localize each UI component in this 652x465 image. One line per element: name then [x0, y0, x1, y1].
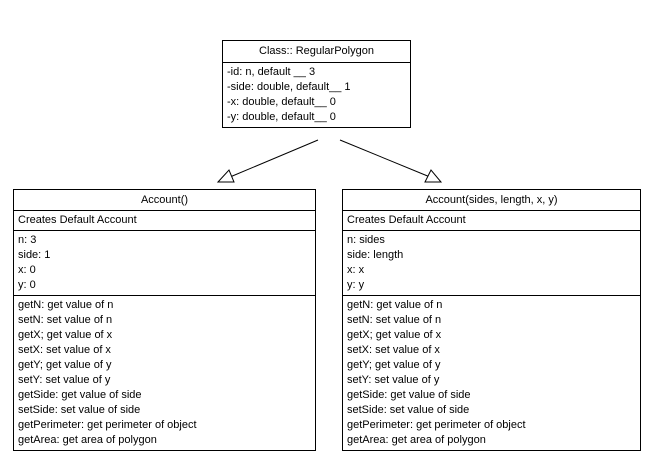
account-default-box: Account() Creates Default Account n: 3 s…	[13, 189, 316, 451]
method-setx: setX: set value of x	[18, 344, 111, 356]
method-getside: getSide: get value of side	[18, 389, 142, 401]
attribute-id: -id: n, default __ 3	[227, 66, 316, 78]
field-side: side: 1	[18, 249, 51, 261]
method-setn: setN: set value of n	[347, 314, 442, 326]
field-n: n: 3	[18, 234, 37, 246]
arrow-line-left	[229, 139, 319, 178]
account-default-title: Account()	[14, 190, 315, 211]
method-getx: getX; get value of x	[347, 329, 442, 341]
method-getarea: getArea: get area of polygon	[18, 434, 157, 446]
field-y: y: y	[347, 279, 365, 291]
method-getside: getSide: get value of side	[347, 389, 471, 401]
account-param-methods-section: getN: get value of n setN: set value of …	[343, 296, 640, 450]
method-sety: setY: set value of y	[18, 374, 111, 386]
method-setside: setSide: set value of side	[18, 404, 141, 416]
account-default-description: Creates Default Account	[18, 214, 137, 226]
method-getarea: getArea: get area of polygon	[347, 434, 486, 446]
attributes-section: -id: n, default __ 3 -side: double, defa…	[223, 63, 410, 127]
method-gety: getY; get value of y	[18, 359, 112, 371]
attribute-side: -side: double, default__ 1	[227, 81, 351, 93]
method-getn: getN: get value of n	[347, 299, 443, 311]
account-param-description: Creates Default Account	[347, 214, 466, 226]
account-param-box: Account(sides, length, x, y) Creates Def…	[342, 189, 641, 451]
method-getperimeter: getPerimeter: get perimeter of object	[18, 419, 197, 431]
arrow-head-left	[216, 169, 235, 183]
account-param-description-section: Creates Default Account	[343, 211, 640, 231]
arrow-line-right	[339, 139, 431, 178]
account-default-fields-section: n: 3 side: 1 x: 0 y: 0	[14, 231, 315, 296]
account-param-fields-section: n: sides side: length x: x y: y	[343, 231, 640, 296]
account-default-methods-section: getN: get value of n setN: set value of …	[14, 296, 315, 450]
method-sety: setY: set value of y	[347, 374, 440, 386]
method-getn: getN: get value of n	[18, 299, 114, 311]
attribute-x: -x: double, default__ 0	[227, 96, 336, 108]
class-regularpolygon-box: Class:: RegularPolygon -id: n, default _…	[222, 40, 411, 128]
field-x: x: 0	[18, 264, 36, 276]
method-getperimeter: getPerimeter: get perimeter of object	[347, 419, 526, 431]
arrow-head-right	[424, 169, 443, 183]
field-y: y: 0	[18, 279, 36, 291]
field-n: n: sides	[347, 234, 385, 246]
class-title: Class:: RegularPolygon	[223, 41, 410, 63]
attribute-y: -y: double, default__ 0	[227, 111, 336, 123]
field-side: side: length	[347, 249, 404, 261]
method-setside: setSide: set value of side	[347, 404, 470, 416]
method-getx: getX; get value of x	[18, 329, 113, 341]
account-param-title: Account(sides, length, x, y)	[343, 190, 640, 211]
field-x: x: x	[347, 264, 365, 276]
method-setx: setX: set value of x	[347, 344, 440, 356]
method-setn: setN: set value of n	[18, 314, 113, 326]
account-default-description-section: Creates Default Account	[14, 211, 315, 231]
method-gety: getY; get value of y	[347, 359, 441, 371]
